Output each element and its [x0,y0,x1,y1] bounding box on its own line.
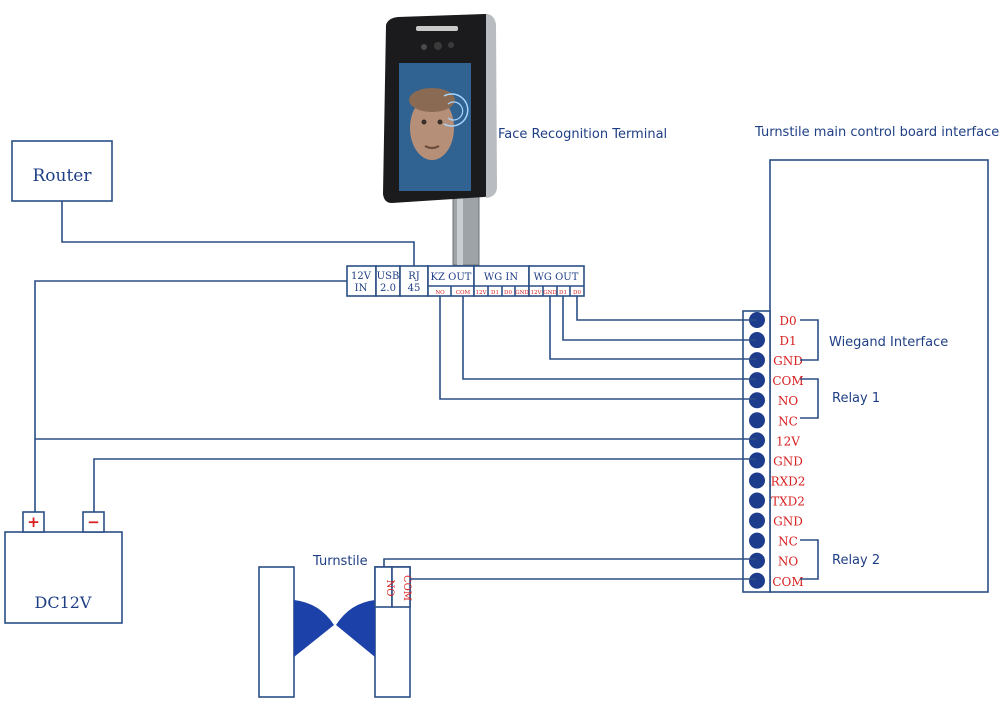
board-pin-label: GND [773,454,803,468]
port-wg-in-label: WG IN [484,272,518,283]
pin-wgin-d0: D0 [504,290,512,296]
board-pin-label: NC [778,414,798,428]
pin-wgout-gnd: GND [543,290,557,296]
relay2-bracket [800,539,819,580]
wire-12v-in [34,280,347,512]
pin-kz-no: NO [435,290,445,296]
wiegand-label: Wiegand Interface [829,335,948,350]
battery-box [4,531,123,624]
relay1-bracket [800,378,819,419]
board-title: Turnstile main control board interface [754,125,999,140]
board-terminal-dot [749,492,765,509]
control-board [769,159,989,593]
board-terminal-dot [749,412,765,429]
router-label: Router [32,166,92,186]
pin-wgin-12v: 12V [476,290,488,296]
port-kz-out-label: KZ OUT [431,272,472,283]
board-terminal-dot [749,432,765,449]
port-usb-label: USB [377,271,400,282]
turnstile-com-terminal [391,566,411,608]
turnstile-no-label: NO [384,580,395,597]
pin-wgout-d1: D1 [559,290,567,296]
pin-kz-com: COM [456,290,471,296]
board-pin-label: GND [773,515,803,529]
battery-plus-sign: + [27,513,40,531]
board-terminal-dot [749,392,765,409]
board-terminal-dot [749,372,765,389]
board-terminal-dot [749,472,765,489]
port-12v-label: 12V [351,271,372,282]
port-12v-sub: IN [355,283,368,294]
board-pin-label: 12V [776,434,800,448]
board-pin-label: D0 [779,314,796,328]
board-terminal-dot [749,552,765,569]
wire-router-rj45 [61,201,415,266]
port-rj-sub: 45 [408,283,421,294]
wire-turnstile-no [383,558,756,567]
board-terminal-dot [749,512,765,529]
turnstile-left-post [258,566,295,698]
face-image [410,96,454,160]
terminal-title: Face Recognition Terminal [498,127,667,142]
turnstile-label: Turnstile [312,554,368,569]
pin-wgin-gnd: GND [515,290,529,296]
pin-wgout-d0: D0 [573,290,581,296]
pin-wgin-d1: D1 [491,290,499,296]
board-terminal-dot [749,572,765,589]
board-pin-label: GND [773,354,803,368]
board-pin-label: COM [772,374,803,388]
relay2-label: Relay 2 [832,553,880,568]
board-terminal-dot [749,312,765,328]
wire-kz-com [462,296,756,380]
board-pin-label: NC [778,535,798,549]
wire-wg-d1 [562,296,756,341]
board-pin-label: TXD2 [771,495,805,509]
turnstile-com-label: COM [401,575,412,601]
port-rj-label: RJ [408,271,420,282]
turnstile-left-wing [294,600,334,657]
board-pin-label: NO [778,555,799,569]
board-pin-label: RXD2 [771,474,806,488]
router-box [11,140,113,202]
board-pin-label: D1 [779,334,796,348]
turnstile-right-wing [336,600,375,657]
battery-label: DC12V [35,593,92,612]
board-pin-label: NO [778,394,799,408]
wiegand-bracket [800,319,819,361]
port-strip [346,265,585,297]
board-pin-label: COM [772,575,803,589]
wires [34,201,756,580]
wire-battery-gnd [93,458,756,512]
wire-kz-no [439,296,756,400]
face-recognition-terminal [383,14,497,266]
board-terminal-dot [749,452,765,469]
battery-plus-terminal [22,511,45,533]
port-wg-out-label: WG OUT [534,272,579,283]
battery-minus-sign: − [87,513,100,531]
board-terminal-dot [749,532,765,549]
port-usb-sub: 2.0 [380,283,396,294]
wire-wg-d0 [576,296,756,321]
wire-wg-gnd [549,296,756,360]
relay1-label: Relay 1 [832,391,880,406]
board-terminal-dot [749,352,765,369]
pin-wgout-12v: 12V [531,290,543,296]
board-terminal-dot [749,332,765,349]
